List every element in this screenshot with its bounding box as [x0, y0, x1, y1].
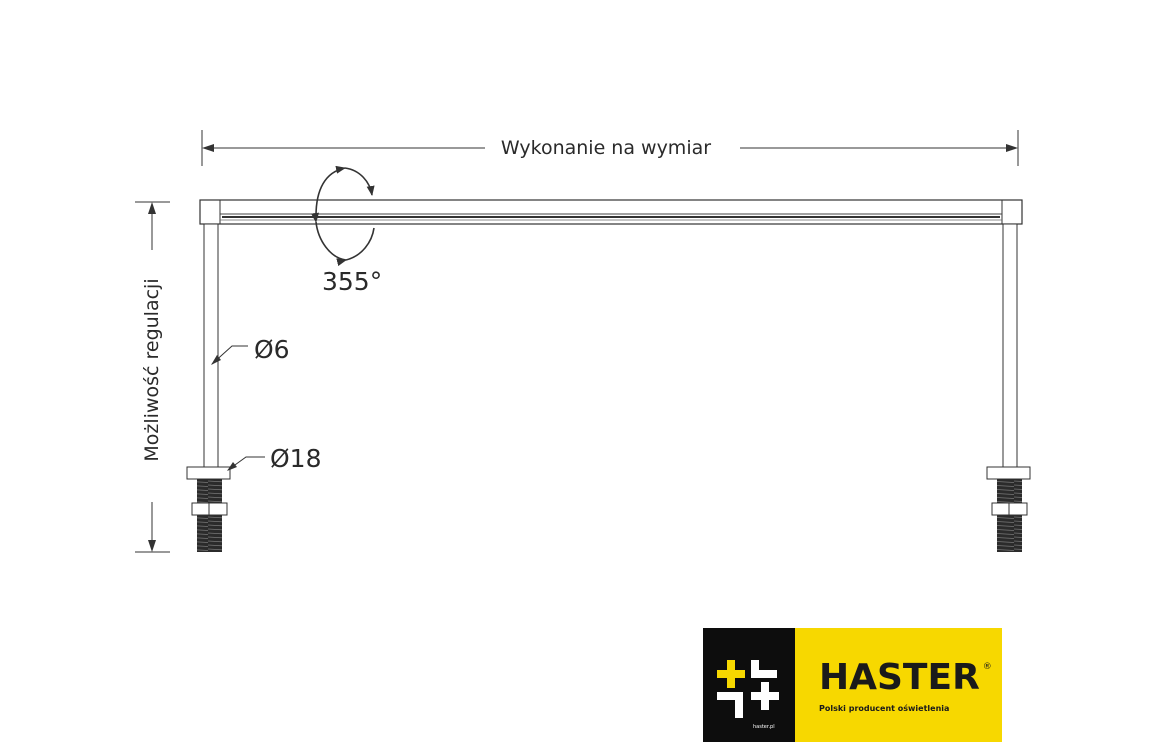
- logo-wordmark: HASTER ® Polski producent oświetlenia: [795, 628, 1002, 742]
- light-bar: [199, 199, 1023, 225]
- rod-diameter-label: Ø6: [254, 335, 290, 364]
- height-label: Możliwość regulacji: [141, 278, 163, 461]
- brand-name: HASTER: [819, 657, 980, 698]
- base-diameter-callout: Ø18: [227, 444, 322, 473]
- plus-cross-icon: [717, 660, 779, 718]
- registered-mark: ®: [982, 662, 992, 672]
- width-label: Wykonanie na wymiar: [501, 137, 711, 159]
- brand-row: HASTER ®: [819, 658, 992, 698]
- brand-tagline: Polski producent oświetlenia: [819, 704, 950, 713]
- left-leg: [186, 223, 231, 552]
- base-diameter-label: Ø18: [270, 444, 322, 473]
- width-dimension: Wykonanie na wymiar: [201, 130, 1019, 166]
- logo-mark: haster.pl: [703, 628, 795, 742]
- logo-site: haster.pl: [753, 724, 775, 730]
- height-dimension: Możliwość regulacji: [135, 201, 170, 553]
- right-leg: [986, 223, 1031, 552]
- rod-diameter-callout: Ø6: [211, 335, 290, 365]
- rotation-indicator: 355°: [311, 165, 382, 296]
- rotation-label: 355°: [322, 267, 382, 296]
